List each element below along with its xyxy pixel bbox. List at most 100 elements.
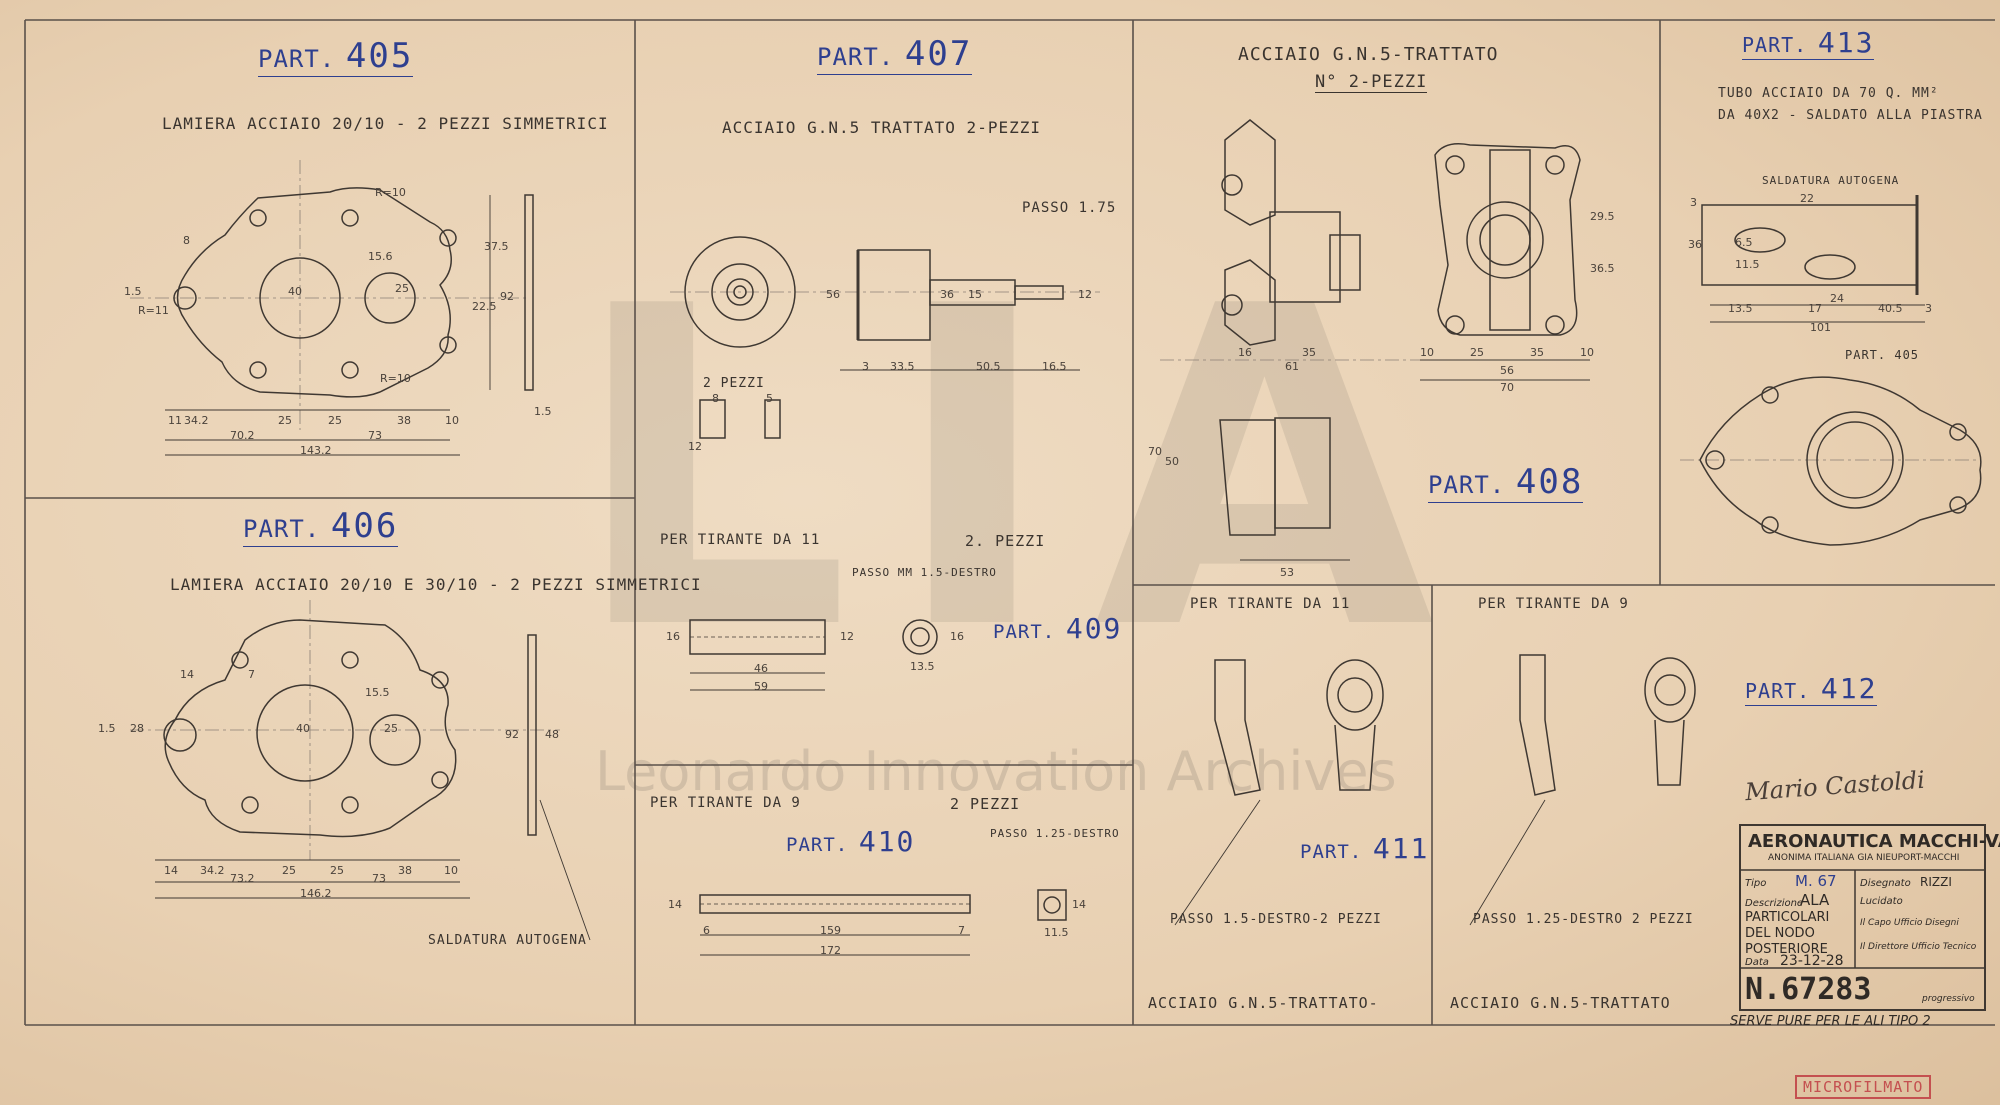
part-413-spec-2: DA 40x2 - SALDATO ALLA PIASTRA	[1718, 108, 1983, 123]
part-405-number: 405	[345, 36, 414, 76]
company-name: AERONAUTICA MACCHI-VARESE	[1748, 831, 2000, 852]
dim-label: R=10	[375, 186, 406, 199]
part-405-label: PART.	[258, 45, 336, 73]
description-line-1: ALA	[1800, 891, 1830, 909]
dim-label: 25	[395, 282, 409, 295]
dim-label: 92	[505, 728, 519, 741]
dim-label: 40	[296, 722, 310, 735]
part-406-number: 406	[330, 506, 399, 546]
dim-label: 6.5	[1735, 236, 1753, 249]
dim-label: 10	[445, 414, 459, 427]
dim-label: 36	[940, 288, 954, 301]
dim-label: 24	[1830, 292, 1844, 305]
dim-label: 25	[278, 414, 292, 427]
dim-label: 37.5	[484, 240, 509, 253]
dim-label: 38	[397, 414, 411, 427]
dim-label: 56	[826, 288, 840, 301]
dim-label: 8	[712, 392, 719, 405]
tipo-value: M. 67	[1795, 872, 1837, 890]
part-413-spec-1: TUBO ACCIAIO DA 70 Q. mm²	[1718, 86, 1939, 101]
dim-label: 146.2	[300, 887, 332, 900]
dim-label: 14	[668, 898, 682, 911]
dim-label: 53	[1280, 566, 1294, 579]
part-413-weld-note: SALDATURA AUTOGENA	[1762, 174, 1900, 187]
part-406-note: SALDATURA AUTOGENA	[428, 933, 587, 948]
dim-label: 25	[384, 722, 398, 735]
disegnato-label: Disegnato	[1860, 878, 1911, 889]
dim-label: 22	[1800, 192, 1814, 205]
dim-label: 14	[164, 864, 178, 877]
dim-label: 1.5	[124, 285, 142, 298]
dim-label: 35	[1530, 346, 1544, 359]
dim-label: 3	[862, 360, 869, 373]
dim-label: 7	[958, 924, 965, 937]
dim-label: 38	[398, 864, 412, 877]
dim-label: 3	[1690, 196, 1697, 209]
dim-label: R=10	[380, 372, 411, 385]
lucidato-label: Lucidato	[1860, 896, 1903, 907]
part-408-spec-2: N° 2-PEZZI	[1315, 72, 1428, 93]
dim-label: 11.5	[1735, 258, 1760, 271]
dim-label: 25	[328, 414, 342, 427]
part-410-pezzi: 2 PEZZI	[950, 795, 1021, 813]
dim-label: 101	[1810, 321, 1831, 334]
dim-label: 6	[703, 924, 710, 937]
dim-label: 16	[950, 630, 964, 643]
dim-label: 40.5	[1878, 302, 1903, 315]
part-410-title: PART. 410	[786, 825, 915, 858]
dim-label: 15.6	[368, 250, 393, 263]
part-407-number: 407	[904, 34, 973, 74]
part-412-passo: PASSO 1.25-DESTRO 2 PEZZI	[1473, 912, 1694, 927]
dim-label: 46	[754, 662, 768, 675]
dim-label: 10	[1420, 346, 1434, 359]
dim-label: 36.5	[1590, 262, 1615, 275]
dim-label: 159	[820, 924, 841, 937]
dim-label: 25	[330, 864, 344, 877]
part-406-title: PART. 406	[243, 506, 399, 547]
part-409-spec: PER TIRANTE DA 11	[660, 532, 821, 548]
drawing-note: SERVE PURE PER LE ALI TIPO 2	[1730, 1014, 1931, 1029]
dim-label: 73	[372, 872, 386, 885]
dim-label: 8	[183, 234, 190, 247]
description-label: Descrizione	[1745, 898, 1804, 909]
dim-label: 48	[545, 728, 559, 741]
dim-label: 56	[1500, 364, 1514, 377]
part-413-title: PART. 413	[1742, 26, 1875, 60]
part-407-spec: ACCIAIO G.N.5 TRATTATO 2-PEZZI	[722, 118, 1041, 137]
dim-label: 35	[1302, 346, 1316, 359]
dim-label: 29.5	[1590, 210, 1615, 223]
drawing-number-label: progressivo	[1922, 994, 1975, 1004]
dim-label: 92	[500, 290, 514, 303]
part-410-number: 410	[858, 825, 916, 858]
dim-label: 13.5	[910, 660, 935, 673]
watermark-logo: LIA	[570, 214, 1475, 726]
part-409-title: PART. 409	[993, 612, 1122, 645]
dim-label: 15	[968, 288, 982, 301]
dim-label: 33.5	[890, 360, 915, 373]
dim-label: 14	[1072, 898, 1086, 911]
dim-label: 16	[666, 630, 680, 643]
direttore-label: Il Direttore Ufficio Tecnico	[1860, 942, 1977, 952]
dim-label: 28	[130, 722, 144, 735]
dim-label: 172	[820, 944, 841, 957]
part-411-number: 411	[1372, 832, 1430, 865]
part-412-title: PART. 412	[1745, 672, 1878, 706]
dim-label: 15.5	[365, 686, 390, 699]
description-line-3: DEL NODO	[1745, 926, 1815, 941]
dim-label: 143.2	[300, 444, 332, 457]
part-405-spec: LAMIERA ACCIAIO 20/10 - 2 PEZZI SIMMETRI…	[162, 114, 609, 133]
dim-label: 12	[1078, 288, 1092, 301]
part-411-label: PART.	[1300, 841, 1363, 863]
date-value: 23-12-28	[1780, 953, 1844, 969]
drawing-number: N.67283	[1745, 972, 1872, 1007]
dim-label: 12	[840, 630, 854, 643]
dim-label: 5	[766, 392, 773, 405]
dim-label: 10	[1580, 346, 1594, 359]
microfilm-stamp: MICROFILMATO	[1795, 1075, 1932, 1099]
dim-label: 50	[1165, 455, 1179, 468]
dim-label: 36	[1688, 238, 1702, 251]
dim-label: 16.5	[1042, 360, 1067, 373]
company-subtitle: ANONIMA ITALIANA GIA NIEUPORT-MACCHI	[1768, 853, 1960, 863]
